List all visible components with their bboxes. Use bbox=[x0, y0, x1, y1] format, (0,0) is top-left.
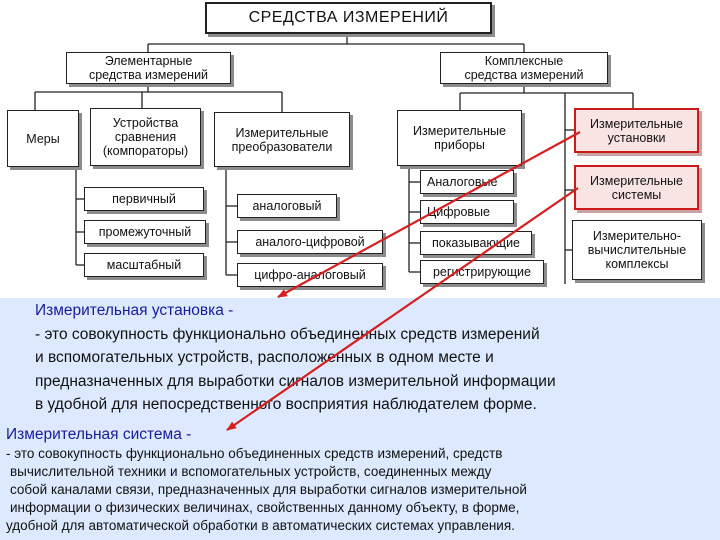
system-definition: Измерительная система - - это совокупнос… bbox=[6, 425, 711, 535]
measures-box: Меры bbox=[7, 110, 79, 167]
installations-box: Измерительные установки bbox=[574, 108, 699, 153]
intermediate-box: промежуточный bbox=[84, 220, 206, 244]
definition-line: - это совокупность функционально объедин… bbox=[35, 325, 540, 343]
primary-box: первичный bbox=[84, 187, 204, 211]
adc-box: аналого-цифровой bbox=[237, 230, 383, 254]
system-arrow bbox=[226, 187, 579, 431]
system-heading: Измерительная система - bbox=[6, 426, 192, 443]
definition-line: информации о физических величинах, свойс… bbox=[10, 500, 520, 515]
definition-line: удобной для автоматической обработки в а… bbox=[6, 518, 515, 533]
installation-heading: Измерительная установка - bbox=[35, 302, 234, 319]
dac-box: цифро-аналоговый bbox=[237, 263, 383, 287]
comparators-box: Устройства сравнения (компораторы) bbox=[90, 108, 201, 166]
instruments-box: Измерительные приборы bbox=[397, 110, 522, 166]
complex-box: Комплексные средства измерений bbox=[440, 52, 608, 84]
converters-box: Измерительные преобразователи bbox=[214, 112, 350, 167]
installation-definition: Измерительная установка - - это совокупн… bbox=[35, 299, 705, 417]
analog-converter-box: аналоговый bbox=[237, 194, 337, 218]
systems-box: Измерительные системы bbox=[574, 165, 699, 210]
scale-box: масштабный bbox=[84, 253, 204, 277]
recording-device-box: регистрирующие bbox=[420, 260, 544, 284]
installation-arrow bbox=[277, 131, 581, 298]
connector-lines bbox=[34, 33, 634, 284]
definition-line: и вспомогательных устройств, расположенн… bbox=[35, 349, 494, 366]
root-box: СРЕДСТВА ИЗМЕРЕНИЙ bbox=[205, 2, 492, 34]
complexes-box: Измерительно- вычислительные комплексы bbox=[572, 220, 702, 280]
indicating-device-box: показывающие bbox=[420, 231, 532, 255]
definition-line: предназначенных для выработки сигналов и… bbox=[35, 372, 556, 390]
elementary-box: Элементарные средства измерений bbox=[66, 52, 231, 84]
definition-line: вычислительной техники и вспомогательных… bbox=[10, 464, 492, 479]
definition-line: собой каналами связи, предназначенных дл… bbox=[10, 482, 527, 497]
definition-line: - это совокупность функционально объедин… bbox=[6, 446, 503, 461]
definition-line: в удобной для непосредственного восприят… bbox=[35, 396, 537, 413]
